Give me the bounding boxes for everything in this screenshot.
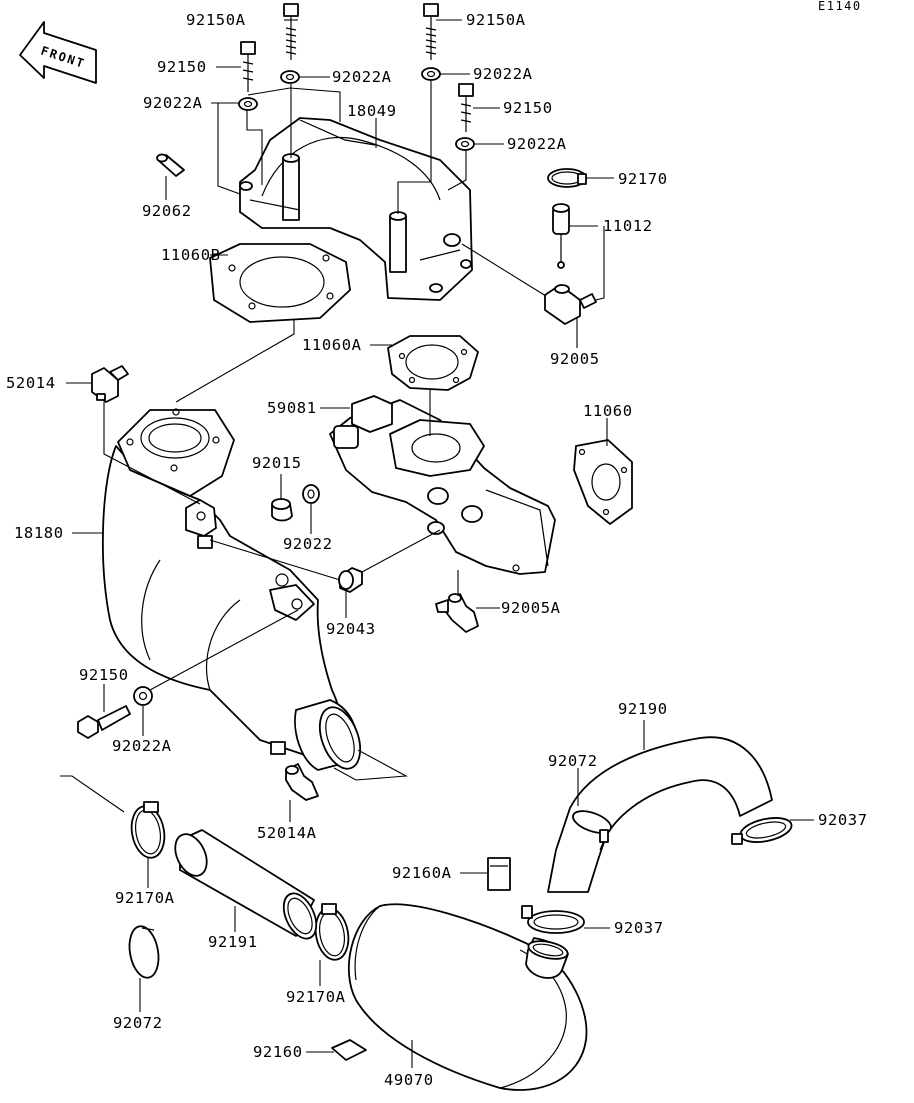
washer-92022A-4 [455, 137, 475, 151]
label-18049: 18049 [347, 102, 397, 120]
label-11012: 11012 [603, 217, 653, 235]
label-92150A-2: 92150A [466, 11, 526, 29]
label-11060: 11060 [583, 402, 633, 420]
label-92022A-2: 92022A [473, 65, 533, 83]
clamp-92037-middle [521, 905, 585, 934]
fitting-92005 [544, 284, 597, 325]
gasket-11060A [387, 335, 479, 391]
label-92043: 92043 [326, 620, 376, 638]
label-92022A-5: 92022A [112, 737, 172, 755]
elbow-52014 [91, 365, 129, 403]
clamp-92037-right [731, 817, 793, 845]
bolt-92150-upper-right [458, 83, 474, 132]
sensor-11012 [552, 203, 570, 269]
label-92005: 92005 [550, 350, 600, 368]
label-92160A [487, 857, 511, 891]
label-92022A-1: 92022A [332, 68, 392, 86]
stud-92062 [156, 153, 185, 177]
label-92150-1: 92150 [157, 58, 207, 76]
label-92072-1: 92072 [548, 752, 598, 770]
label-92150-3: 92150 [79, 666, 129, 684]
exhaust-manifold-18049 [239, 117, 473, 301]
pipe-outlet [294, 699, 362, 771]
bolt-92150A-left [283, 3, 299, 60]
label-92160: 92160 [253, 1043, 303, 1061]
diagram-code: E1140 [818, 0, 862, 13]
label-92160A: 92160A [392, 864, 452, 882]
label-49070: 49070 [384, 1071, 434, 1089]
label-92062: 92062 [142, 202, 192, 220]
bolt-92150-upper-left [240, 41, 256, 92]
label-92022: 92022 [283, 535, 333, 553]
label-59081: 59081 [267, 399, 317, 417]
label-92150A-1: 92150A [186, 11, 246, 29]
label-11060A: 11060A [302, 336, 362, 354]
label-52014: 52014 [6, 374, 56, 392]
label-92015: 92015 [252, 454, 302, 472]
label-92191: 92191 [208, 933, 258, 951]
label-92037-2: 92037 [614, 919, 664, 937]
leader-lines [60, 19, 814, 1068]
hose-92190 [547, 736, 773, 893]
fitting-92005A [435, 593, 479, 633]
label-92150-2: 92150 [503, 99, 553, 117]
water-manifold-59081 [329, 395, 556, 575]
gasket-11060 [573, 439, 633, 525]
gasket-11060B [209, 243, 351, 323]
label-18180: 18180 [14, 524, 64, 542]
fitting-52014A [285, 763, 319, 801]
label-92170A-2: 92170A [286, 988, 346, 1006]
muffler-49070 [348, 903, 588, 1091]
label-11060B: 11060B [161, 246, 221, 264]
hose-92191 [174, 829, 318, 940]
cap-nut-92015 [271, 498, 293, 522]
part-labels: 92150A 92150A 92150 92022A 92022A 92022A… [6, 11, 868, 1089]
label-52014A: 52014A [257, 824, 317, 842]
bolt-92150-lower [77, 705, 131, 739]
washer-92022A-1 [280, 70, 300, 84]
washer-92022A-3 [238, 97, 258, 111]
label-92170A-1: 92170A [115, 889, 175, 907]
label-92022A-3: 92022A [143, 94, 203, 112]
label-92022A-4: 92022A [507, 135, 567, 153]
bolt-92150A-right [423, 3, 439, 60]
label-92005A: 92005A [501, 599, 561, 617]
washer-92022 [302, 484, 320, 504]
label-92160 [331, 1039, 367, 1061]
front-arrow-icon: FRONT [19, 21, 97, 84]
label-92190: 92190 [618, 700, 668, 718]
washer-92022A-5 [133, 686, 153, 706]
clamp-92170A-right [314, 903, 350, 961]
washer-92022A-2 [421, 67, 441, 81]
clamp-92170A-left [130, 801, 166, 859]
clamp-92170 [547, 168, 587, 188]
exhaust-pipe-18180 [102, 408, 342, 761]
collar-92043 [338, 567, 363, 593]
label-92072-2: 92072 [113, 1014, 163, 1032]
label-92037-1: 92037 [818, 811, 868, 829]
label-92170: 92170 [618, 170, 668, 188]
clip-92072-lower [128, 925, 160, 979]
